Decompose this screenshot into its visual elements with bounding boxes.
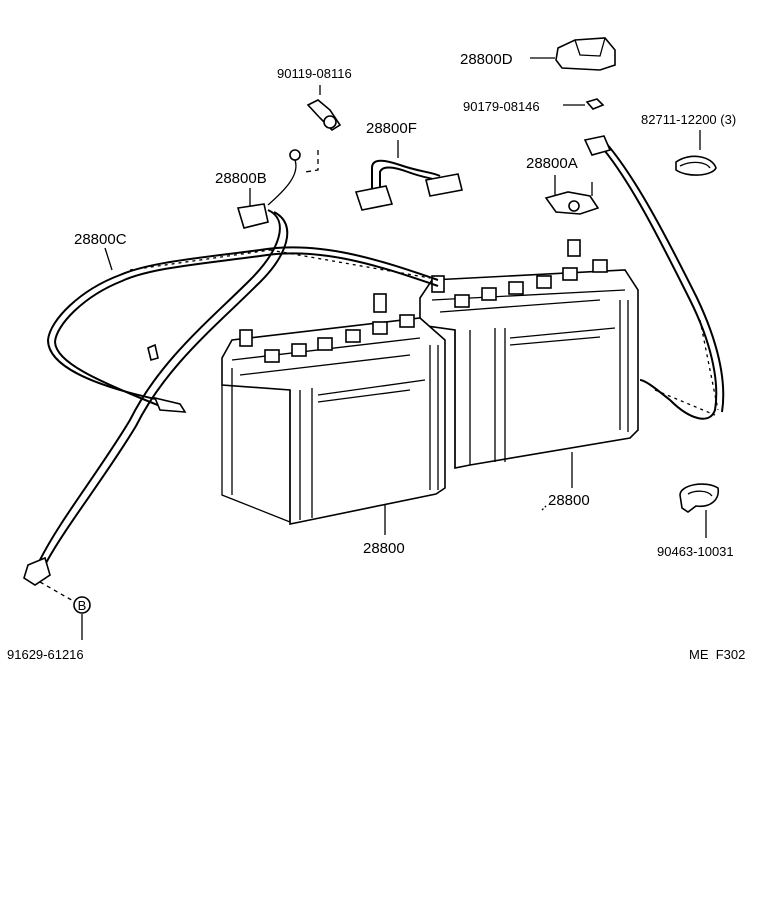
label-28800C: 28800C (74, 231, 127, 248)
battery-left-caps (239, 293, 415, 363)
label-28800-right: 28800 (548, 492, 590, 509)
part-28800D[interactable] (530, 37, 616, 71)
label-28800F: 28800F (366, 120, 417, 137)
cable-28800B[interactable] (23, 149, 301, 586)
label-90179-08146: 90179-08146 (463, 99, 540, 114)
label-90119-08116: 90119-08116 (277, 66, 352, 81)
label-28800B: 28800B (215, 170, 267, 187)
part-82711-12200[interactable] (675, 130, 717, 176)
part-28800F[interactable] (354, 140, 463, 211)
part-90463-10031[interactable] (679, 483, 720, 538)
battery-right-caps (431, 239, 608, 308)
battery-right[interactable] (419, 239, 639, 469)
figure-code: ME F302 (689, 647, 745, 662)
label-90463-10031: 90463-10031 (657, 544, 734, 559)
part-90179-08146[interactable] (563, 98, 605, 110)
battery-left[interactable] (221, 293, 446, 525)
label-28800A: 28800A (526, 155, 578, 172)
label-91629-61216: 91629-61216 (7, 647, 84, 662)
part-28800A[interactable] (544, 175, 600, 215)
leader-lines (39, 188, 573, 640)
marker-b-text: B (78, 598, 87, 613)
ground-marker-b[interactable]: B (73, 596, 91, 614)
label-28800-left: 28800 (363, 540, 405, 557)
cable-positive-right[interactable] (583, 135, 725, 420)
cable-28800C[interactable] (46, 246, 439, 413)
label-82711-12200: 82711-12200 (3) (641, 112, 736, 127)
label-28800D: 28800D (460, 51, 513, 68)
part-90119-08116[interactable] (304, 85, 342, 173)
